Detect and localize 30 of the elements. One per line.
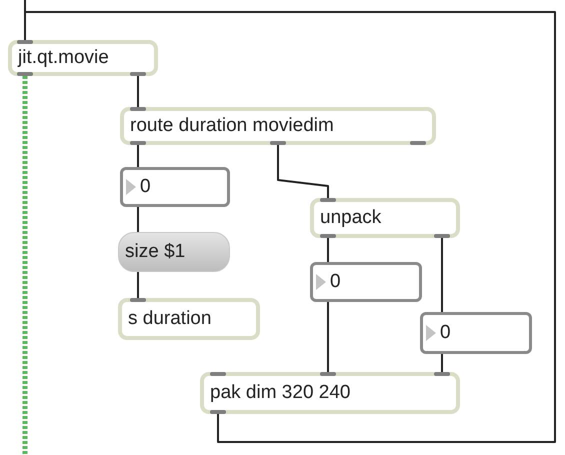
object-text: unpack <box>320 207 382 229</box>
number-box <box>120 167 230 207</box>
patch-cord <box>277 145 329 198</box>
object-text: jit.qt.movie <box>18 47 109 69</box>
object-text: size $1 <box>125 241 186 263</box>
patch-cord <box>327 238 329 262</box>
patch-cord <box>137 76 139 107</box>
message-box <box>118 232 230 272</box>
patch-cord <box>327 302 329 372</box>
number-value: 0 <box>330 271 341 293</box>
object-text: pak dim 320 240 <box>210 382 350 404</box>
patch-cord <box>441 354 443 372</box>
object-box <box>120 107 436 145</box>
object-text: route duration moviedim <box>130 115 334 137</box>
object-box <box>310 198 460 238</box>
patch-cord <box>137 145 139 167</box>
object-box <box>200 372 460 414</box>
patch-cord <box>24 0 26 40</box>
patch-cord <box>441 238 443 312</box>
object-box <box>118 298 260 340</box>
patch-cord <box>137 272 139 298</box>
number-value: 0 <box>140 176 151 198</box>
patch-cord <box>137 207 139 232</box>
object-box <box>8 40 158 76</box>
number-box <box>420 312 532 354</box>
number-box <box>310 262 422 302</box>
number-value: 0 <box>440 322 451 344</box>
patch-cord <box>22 76 28 455</box>
object-text: s duration <box>128 308 212 330</box>
patch-cord <box>24 11 556 443</box>
